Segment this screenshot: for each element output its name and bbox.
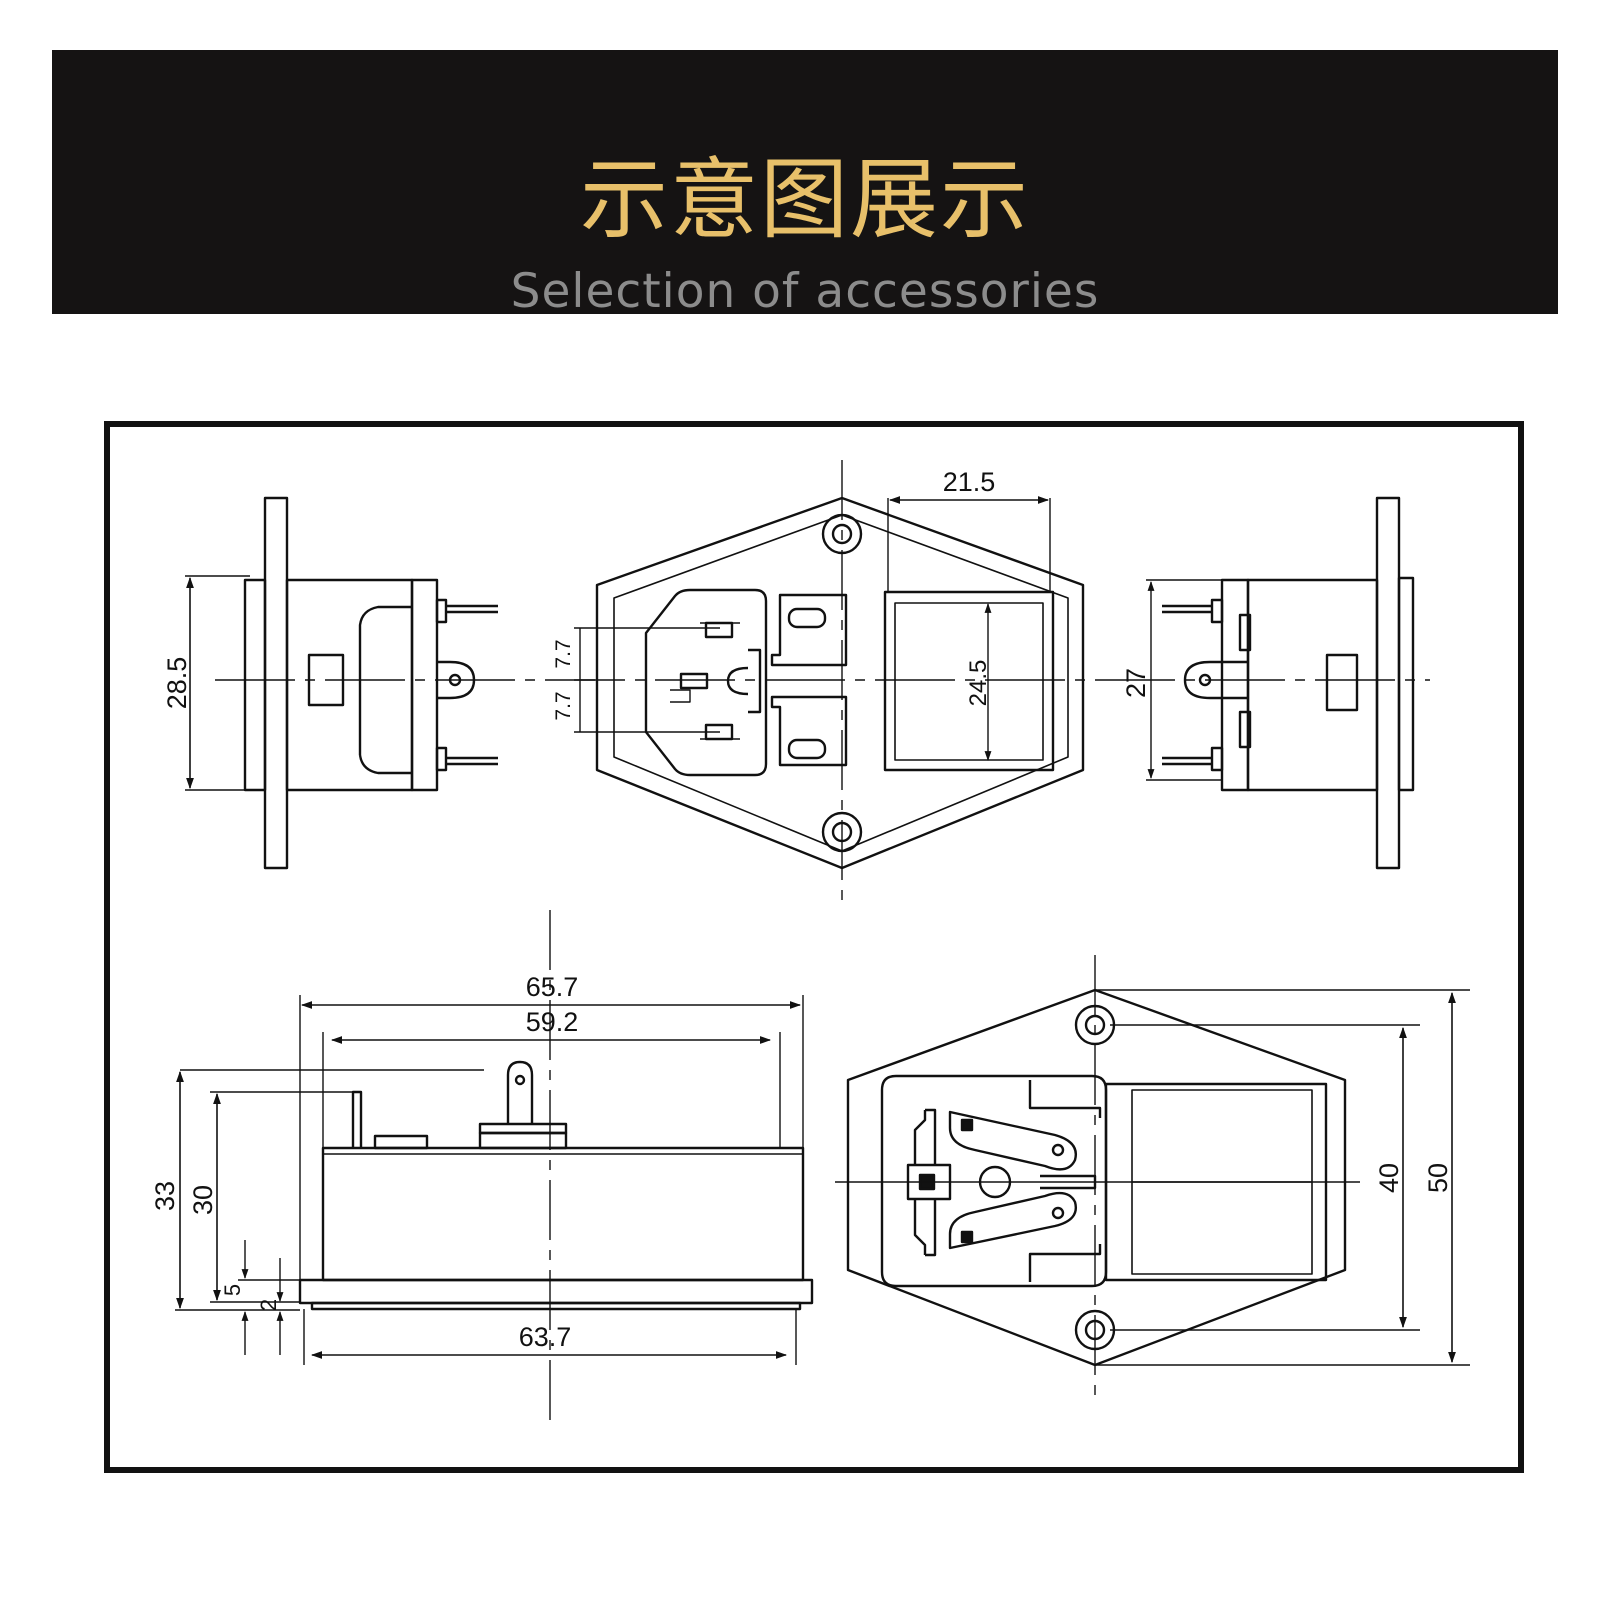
dim-label-28-5: 28.5 <box>162 657 192 710</box>
dim-label-59-2: 59.2 <box>526 1007 579 1037</box>
left-side-view <box>243 496 498 870</box>
dim-label-7-7-upper: 7.7 <box>552 639 575 668</box>
bottom-section-view <box>175 910 814 1422</box>
dim-label-50: 50 <box>1423 1163 1453 1193</box>
drawing-frame <box>104 421 1524 1473</box>
page-subtitle: Selection of accessories <box>510 264 1100 319</box>
dim-label-30: 30 <box>188 1185 218 1215</box>
dim-label-33: 33 <box>150 1181 180 1211</box>
rear-view <box>835 955 1470 1405</box>
dim-label-7-7-lower: 7.7 <box>552 691 575 720</box>
dim-label-21-5: 21.5 <box>943 467 996 497</box>
right-side-view <box>1146 496 1415 870</box>
dim-label-24-5: 24.5 <box>965 660 992 707</box>
header-banner: 示意图展示 Selection of accessories <box>52 50 1558 319</box>
dim-label-63-7: 63.7 <box>519 1322 572 1352</box>
page-title: 示意图展示 <box>579 148 1030 251</box>
dim-label-2: 2 <box>256 1299 281 1311</box>
front-view <box>574 460 1085 910</box>
dim-label-5: 5 <box>220 1284 245 1296</box>
dim-label-65-7: 65.7 <box>526 972 579 1002</box>
dim-label-40: 40 <box>1374 1163 1404 1193</box>
dim-label-27: 27 <box>1121 668 1151 698</box>
